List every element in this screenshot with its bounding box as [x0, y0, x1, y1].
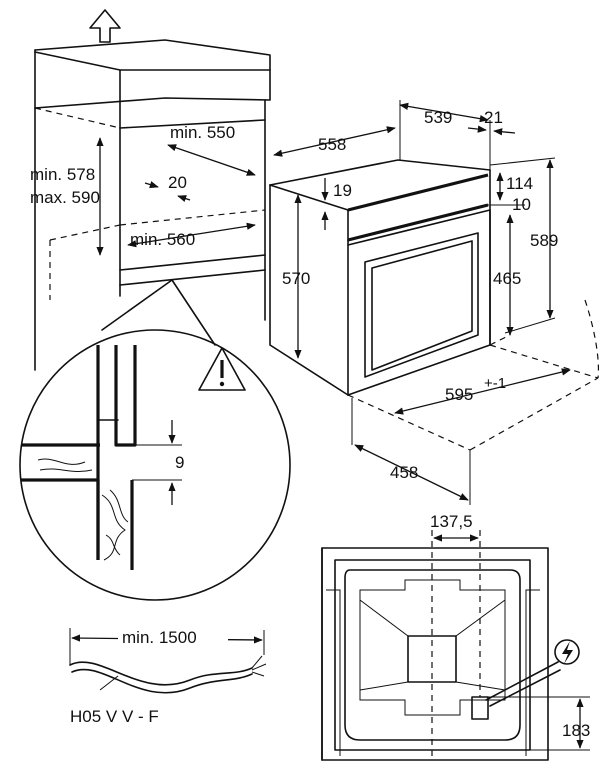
- warning-triangle-icon: [198, 347, 246, 391]
- up-arrow-icon: [89, 9, 121, 43]
- oven-depth-label: 539: [424, 108, 452, 127]
- detail-gap-label: 9: [175, 453, 184, 472]
- cabinet-height-min-label: min. 578: [30, 165, 95, 184]
- detail-magnifier: 9: [19, 279, 291, 601]
- oven: [269, 159, 600, 451]
- oven-width-label: 558: [318, 135, 346, 154]
- oven-door-label: 21: [484, 108, 503, 127]
- power-cable: min. 1500 H05 V V - F: [69, 626, 267, 726]
- oven-panel-offset-label: 10: [512, 195, 531, 214]
- socket-offset-label: 137,5: [430, 512, 473, 531]
- cable-length-label: min. 1500: [122, 628, 197, 647]
- oven-body-height-label: 570: [282, 269, 310, 288]
- oven-back-view: 137,5 183: [321, 512, 590, 761]
- oven-front-width-label: 595: [445, 385, 473, 404]
- cabinet: [34, 39, 271, 371]
- socket-height-label: 183: [562, 721, 590, 740]
- cabinet-gap-label: 20: [168, 173, 187, 192]
- lightning-bolt-icon: [554, 639, 580, 665]
- oven-panel-height-label: 114: [506, 174, 533, 193]
- cabinet-height-max-label: max. 590: [30, 188, 100, 207]
- oven-total-height-label: 589: [530, 231, 558, 250]
- oven-top-gap-label: 19: [333, 181, 352, 200]
- oven-dimensions: 558 539 21 19 114 10 589 570 465 595 +-1: [273, 100, 571, 505]
- oven-front-height-label: 465: [493, 269, 521, 288]
- oven-front-width-tolerance: +-1: [484, 375, 506, 392]
- cabinet-depth-label: min. 550: [170, 123, 235, 142]
- oven-side-depth-label: 458: [390, 463, 418, 482]
- cable-type-label: H05 V V - F: [70, 707, 159, 726]
- cabinet-dimensions: min. 550 min. 578 max. 590 20 min. 560: [30, 123, 256, 256]
- cabinet-width-label: min. 560: [130, 230, 195, 249]
